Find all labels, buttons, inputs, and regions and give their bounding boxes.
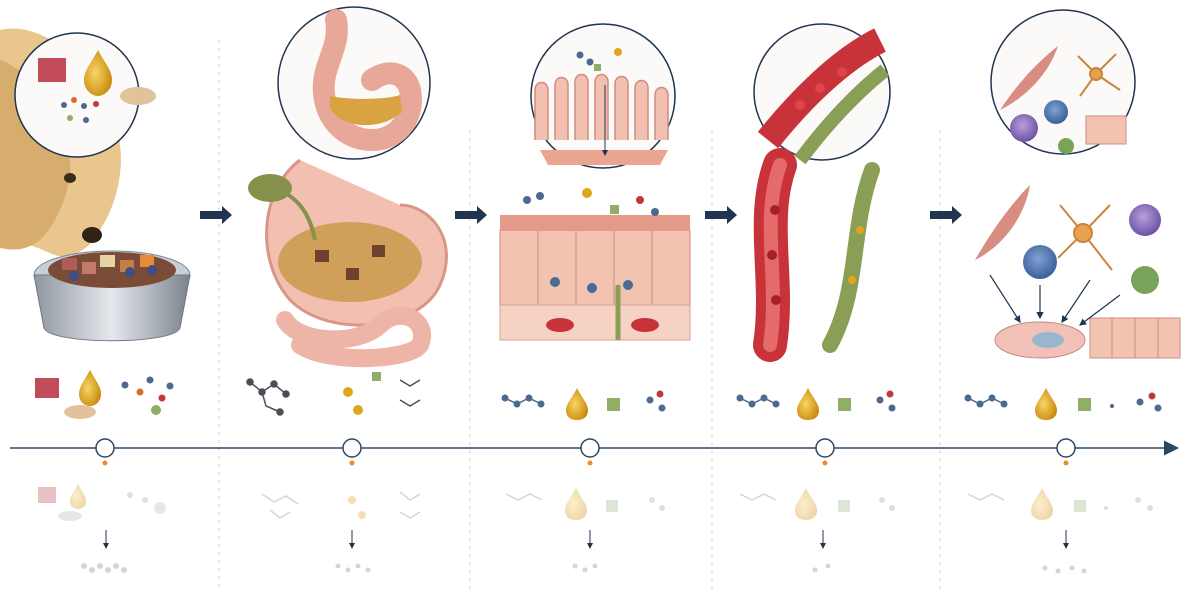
stage-cellular-use xyxy=(975,9,1181,359)
lymph-vessel-icon xyxy=(822,162,880,353)
stage-absorption xyxy=(499,23,691,341)
timeline-node-3 xyxy=(580,438,600,466)
nutrients-digestion xyxy=(246,372,421,416)
flow-arrow-1 xyxy=(200,206,232,224)
faded-down-arrows xyxy=(103,530,1069,549)
nutrient-row-faded xyxy=(38,484,1153,521)
stage-transport xyxy=(753,23,891,362)
grain-powder-icon xyxy=(120,87,156,105)
timeline-node-2 xyxy=(342,438,362,466)
ingredients-zoom-circle xyxy=(14,32,156,158)
meat-cube-icon xyxy=(38,58,66,82)
timeline-node-5 xyxy=(1056,438,1076,466)
flow-arrow-2 xyxy=(455,206,487,224)
stage-digestion xyxy=(248,6,448,368)
food-bowl-icon xyxy=(33,250,191,342)
flow-arrow-4 xyxy=(930,206,962,224)
flow-arrows xyxy=(200,206,962,224)
nutrients-transport xyxy=(736,388,896,420)
faded-end-products xyxy=(81,563,1087,574)
nutrient-row-main xyxy=(35,370,1162,420)
nutrients-absorption xyxy=(501,388,666,420)
cells-zoom-circle xyxy=(990,9,1136,155)
nerve-cell-icon xyxy=(1077,53,1121,97)
cells-detail-icon xyxy=(975,185,1181,359)
villi-zoom-circle xyxy=(530,23,676,169)
flow-arrow-3 xyxy=(705,206,737,224)
timeline-node-1 xyxy=(95,438,115,466)
vessels-zoom-circle xyxy=(753,23,891,165)
stomach-icon xyxy=(248,158,448,327)
oil-drop-icon xyxy=(84,50,112,96)
epithelium-icon xyxy=(499,188,691,341)
immune-cell-icon xyxy=(1010,114,1038,142)
intestine-icon xyxy=(276,306,431,368)
stage-dividers xyxy=(218,40,941,590)
stomach-zoom-circle xyxy=(277,6,431,160)
stage-ingestion xyxy=(0,28,191,342)
timeline xyxy=(10,438,1179,466)
nutrients-cellular-use xyxy=(964,388,1162,420)
muscle-cell-icon xyxy=(1000,46,1058,110)
timeline-node-4 xyxy=(815,438,835,466)
nutrients-ingestion xyxy=(35,370,174,419)
gallbladder-icon xyxy=(248,174,292,202)
blood-vessel-icon xyxy=(753,148,797,362)
